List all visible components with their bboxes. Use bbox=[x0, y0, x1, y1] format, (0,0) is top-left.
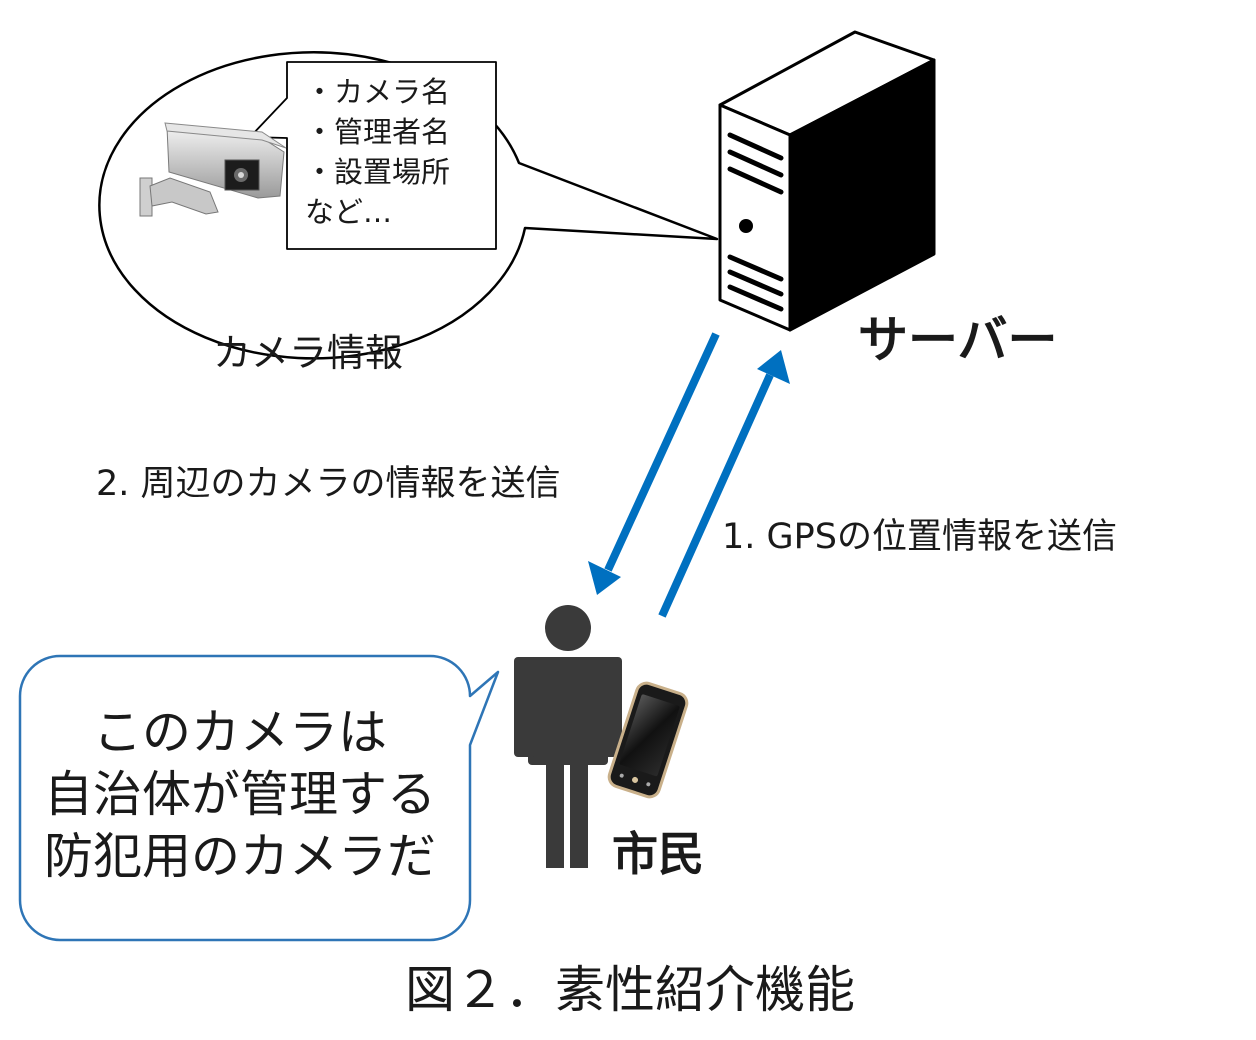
arrow-label-to-citizen: 2. 周辺のカメラの情報を送信 bbox=[96, 464, 561, 504]
camera-info-box bbox=[249, 61, 497, 250]
speech-line-3: 防犯用のカメラだ bbox=[43, 828, 436, 885]
camera-info-caption: カメラ情報 bbox=[213, 331, 404, 375]
server-icon bbox=[718, 30, 936, 332]
citizen-person-icon bbox=[514, 605, 622, 868]
speech-line-1: このカメラは bbox=[92, 704, 387, 761]
security-camera-icon bbox=[139, 122, 287, 217]
arrow-label-to-server: 1. GPSの位置情報を送信 bbox=[722, 517, 1117, 557]
citizen-label: 市民 bbox=[612, 827, 704, 881]
citizen-speech-bubble bbox=[18, 654, 500, 942]
info-item-admin-name: ・管理者名 bbox=[305, 115, 451, 149]
server-label: サーバー bbox=[858, 311, 1058, 369]
arrow-to-server bbox=[658, 350, 790, 618]
info-item-etc: など… bbox=[305, 195, 393, 229]
speech-line-2: 自治体が管理する bbox=[43, 766, 436, 823]
info-item-camera-name: ・カメラ名 bbox=[305, 75, 451, 109]
info-item-location: ・設置場所 bbox=[305, 155, 451, 189]
arrow-to-citizen bbox=[588, 332, 720, 595]
figure-caption: 図２．素性紹介機能 bbox=[405, 961, 855, 1019]
smartphone-icon bbox=[607, 681, 689, 799]
